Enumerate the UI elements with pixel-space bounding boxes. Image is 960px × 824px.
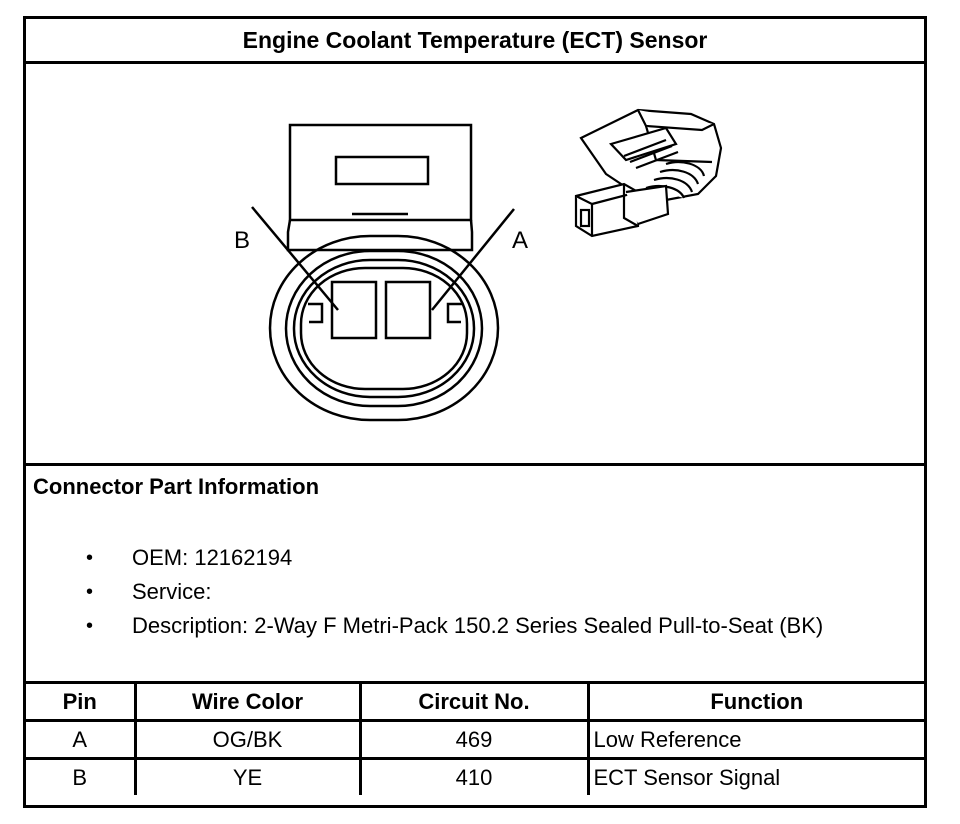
cell-function: Low Reference — [586, 719, 924, 760]
header-pin: Pin — [26, 684, 137, 722]
info-heading: Connector Part Information — [33, 474, 320, 499]
pin-a-cavity — [384, 280, 432, 340]
connector-latch-housing — [288, 123, 473, 222]
connector-figure: B A — [26, 64, 924, 466]
table-row: B YE 410 ECT Sensor Signal — [26, 757, 924, 795]
list-item-oem: • OEM: 12162194 — [26, 541, 823, 575]
connector-part-info: Connector Part Information • OEM: 121621… — [26, 466, 924, 684]
cell-circuit-no: 469 — [358, 719, 590, 760]
pin-a-leader — [431, 208, 515, 311]
pin-b-label: B — [234, 227, 250, 254]
connector-outer-body — [268, 234, 500, 422]
bullet-icon: • — [86, 615, 94, 637]
cell-wire-color: OG/BK — [133, 719, 362, 760]
header-circuit-no: Circuit No. — [358, 684, 590, 722]
cell-circuit-no: 410 — [358, 757, 590, 795]
service-text: Service: — [132, 579, 212, 604]
header-wire-color: Wire Color — [133, 684, 362, 722]
cell-function: ECT Sensor Signal — [586, 757, 924, 795]
connector-isometric-view — [574, 108, 723, 238]
cell-pin: A — [26, 719, 137, 760]
connector-latch-window — [334, 155, 430, 186]
list-item-service: • Service: — [26, 575, 823, 609]
list-item-description: • Description: 2-Way F Metri-Pack 150.2 … — [26, 609, 823, 643]
header-function: Function — [586, 684, 924, 722]
connector-document: Engine Coolant Temperature (ECT) Sensor — [23, 16, 927, 808]
bullet-icon: • — [86, 581, 94, 603]
connector-diagram: B A — [234, 108, 723, 422]
description-text: Description: 2-Way F Metri-Pack 150.2 Se… — [132, 613, 824, 638]
cell-pin: B — [26, 757, 137, 795]
table-header-row: Pin Wire Color Circuit No. Function — [26, 684, 924, 722]
cell-wire-color: YE — [133, 757, 362, 795]
bullet-icon: • — [86, 547, 94, 569]
pin-b-leader — [251, 206, 339, 311]
document-title: Engine Coolant Temperature (ECT) Sensor — [26, 19, 924, 64]
oem-text: OEM: 12162194 — [132, 545, 293, 570]
table-row: A OG/BK 469 Low Reference — [26, 719, 924, 760]
pin-a-label: A — [512, 227, 528, 254]
pin-table: Pin Wire Color Circuit No. Function A OG… — [26, 684, 924, 795]
pin-b-cavity — [330, 280, 378, 340]
info-list: • OEM: 12162194 • Service: • Description… — [26, 541, 823, 643]
